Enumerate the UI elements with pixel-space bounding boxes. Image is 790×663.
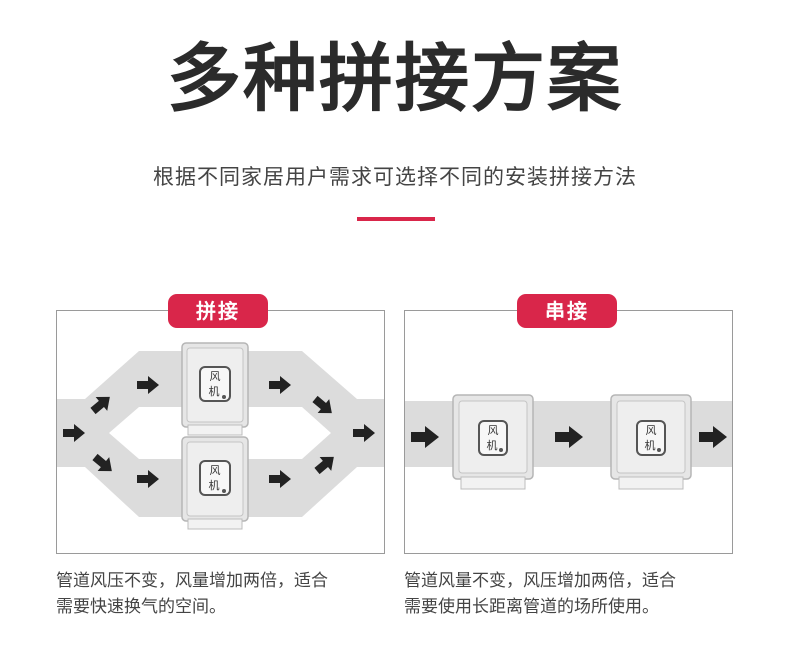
series-diagram-panel: 风 机 风 机 xyxy=(404,310,733,554)
series-badge: 串接 xyxy=(517,294,617,328)
parallel-diagram-panel: 风 机 风 机 xyxy=(56,310,385,554)
svg-text:风: 风 xyxy=(646,424,657,437)
caption-line: 需要快速换气的空间。 xyxy=(56,597,226,617)
svg-text:风: 风 xyxy=(210,464,221,477)
svg-text:风: 风 xyxy=(210,370,221,383)
fan-unit-icon: 风 机 xyxy=(610,394,692,490)
fan-unit-icon: 风 机 xyxy=(181,436,249,530)
parallel-badge: 拼接 xyxy=(168,294,268,328)
svg-text:机: 机 xyxy=(209,478,220,492)
series-duct-diagram: 风 机 风 机 xyxy=(405,394,732,490)
caption-line: 需要使用长距离管道的场所使用。 xyxy=(404,597,659,617)
caption-line: 管道风压不变，风量增加两倍，适合 xyxy=(56,571,328,591)
fan-unit-icon: 风 机 xyxy=(181,342,249,436)
accent-divider xyxy=(357,217,435,221)
svg-text:机: 机 xyxy=(645,438,656,452)
caption-line: 管道风量不变，风压增加两倍，适合 xyxy=(404,571,676,591)
parallel-caption: 管道风压不变，风量增加两倍，适合 需要快速换气的空间。 xyxy=(56,568,391,620)
svg-text:机: 机 xyxy=(209,384,220,398)
parallel-duct-diagram: 风 机 风 机 xyxy=(57,342,384,530)
svg-text:机: 机 xyxy=(487,438,498,452)
fan-unit-icon: 风 机 xyxy=(452,394,534,490)
page-title: 多种拼接方案 xyxy=(167,36,623,122)
page-subtitle: 根据不同家居用户需求可选择不同的安装拼接方法 xyxy=(153,165,637,189)
svg-text:风: 风 xyxy=(488,424,499,437)
series-caption: 管道风量不变，风压增加两倍，适合 需要使用长距离管道的场所使用。 xyxy=(404,568,739,620)
